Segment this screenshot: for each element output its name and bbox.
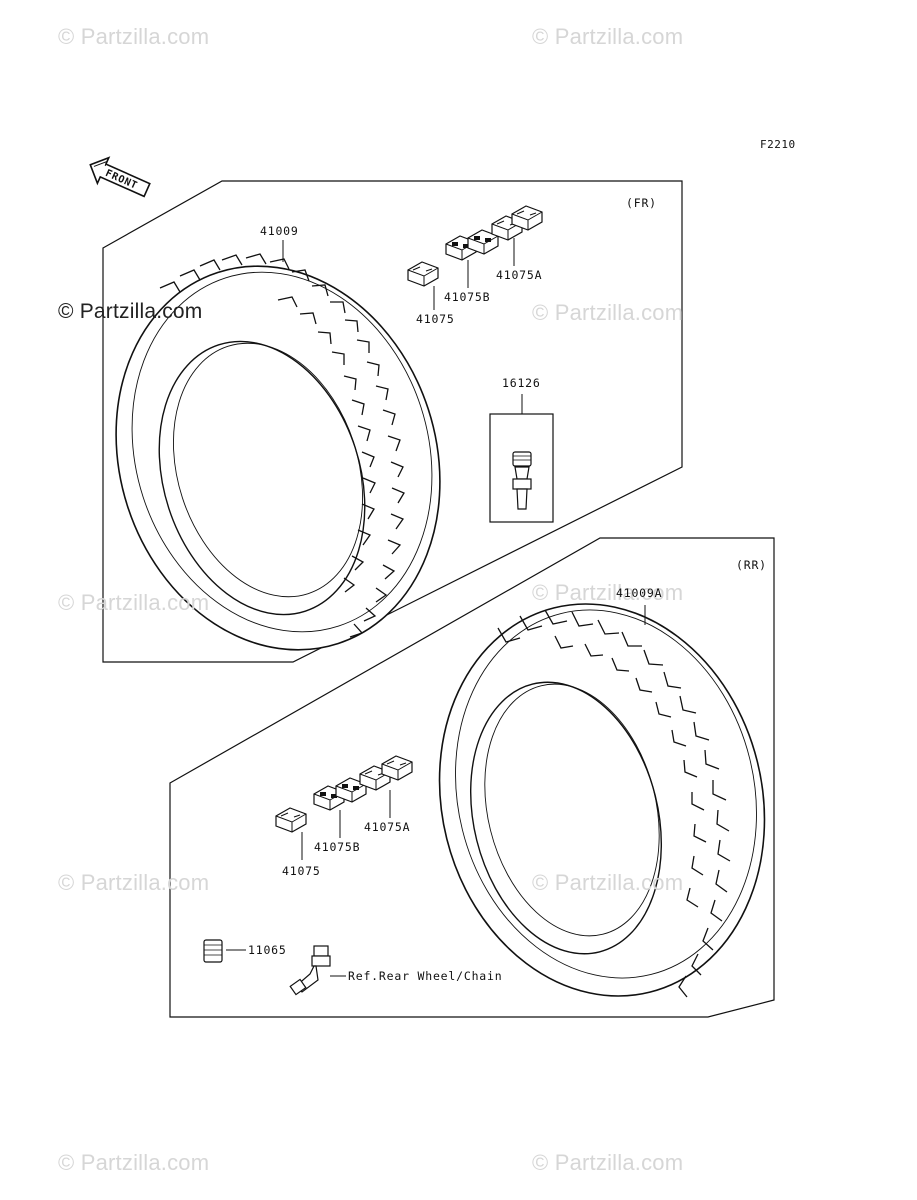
front-valve-part-number[interactable]: 16126 [502, 376, 541, 390]
rear-valve-reference[interactable]: Ref.Rear Wheel/Chain [348, 969, 503, 983]
front-section-label[interactable]: (FR) [626, 196, 657, 210]
watermark: © Partzilla.com [532, 580, 684, 605]
watermark: © Partzilla.com [532, 870, 684, 895]
rear-weight-41075b-label[interactable]: 41075B [314, 840, 361, 854]
rear-section-label[interactable]: (RR) [736, 558, 767, 572]
rear-leader-lines [226, 605, 646, 977]
rear-weight-41075-drawing [275, 807, 307, 833]
rear-panel-outline [169, 537, 775, 1018]
watermark: © Partzilla.com [532, 1150, 684, 1175]
rear-weight-41075a-label[interactable]: 41075A [364, 820, 411, 834]
watermark-dark: © Partzilla.com [58, 300, 203, 323]
front-weight-41075a-label[interactable]: 41075A [496, 268, 543, 282]
front-panel-outline [102, 180, 683, 663]
watermark: © Partzilla.com [58, 870, 210, 895]
watermark: © Partzilla.com [58, 24, 210, 49]
front-tire-drawing [115, 253, 441, 651]
rear-weight-41075-label[interactable]: 41075 [282, 864, 321, 878]
figure-code: F2210 [760, 138, 796, 151]
watermark: © Partzilla.com [532, 24, 684, 49]
rear-tire-part-number[interactable]: 41009A [616, 586, 663, 600]
front-arrow-icon [89, 156, 151, 198]
rear-valve-cap-part-number[interactable]: 11065 [248, 943, 287, 957]
watermark: © Partzilla.com [58, 590, 210, 615]
watermark: © Partzilla.com [58, 1150, 210, 1175]
front-valve-drawing [489, 413, 554, 523]
watermark: © Partzilla.com [532, 300, 684, 325]
rear-valve-cap-drawing [203, 939, 223, 963]
front-weight-41075-label[interactable]: 41075 [416, 312, 455, 326]
front-weight-41075b-label[interactable]: 41075B [444, 290, 491, 304]
rear-valve-drawing [289, 945, 331, 996]
rear-tire-drawing [438, 603, 766, 998]
front-tire-part-number[interactable]: 41009 [260, 224, 299, 238]
front-weight-41075-drawing [407, 261, 439, 287]
front-leader-lines [282, 238, 523, 414]
